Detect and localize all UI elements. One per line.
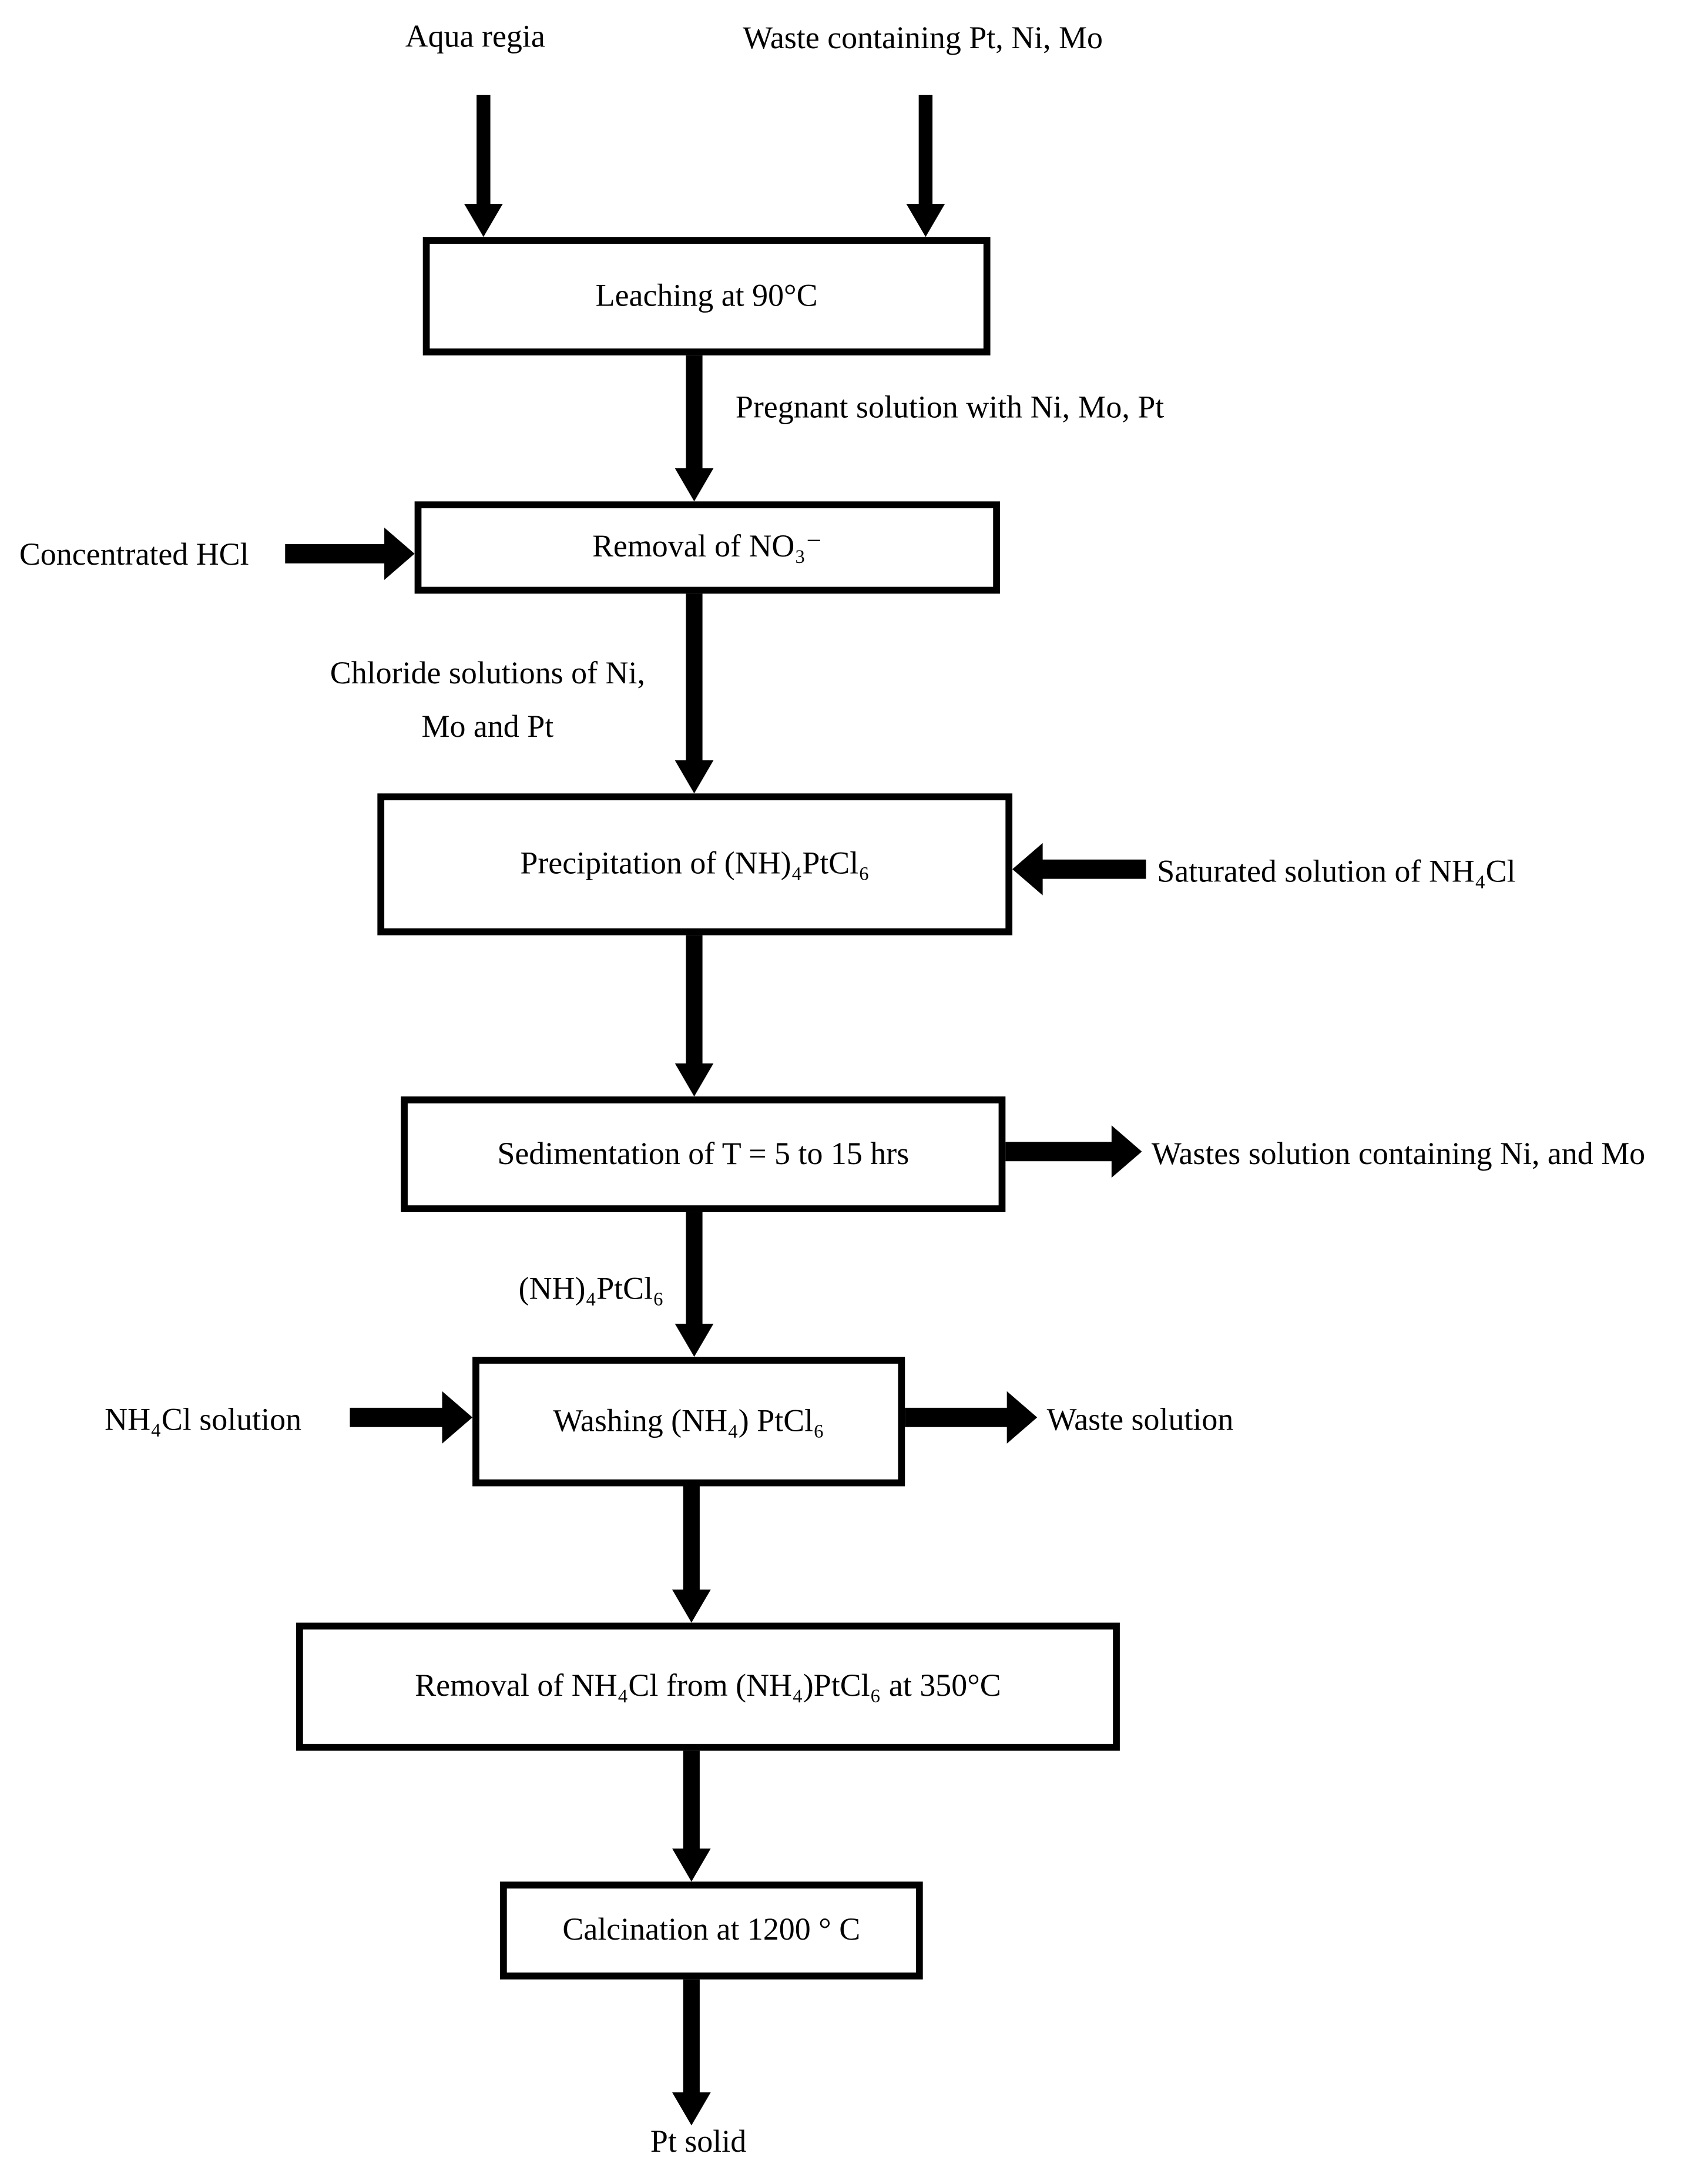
arrow-right-waste-solution-icon <box>905 1390 1038 1445</box>
arrow-shaft <box>1005 1142 1113 1162</box>
process-box-washing: Washing (NH₄) PtCl₆ <box>472 1357 905 1487</box>
label-ammonium-chloroplatinate: (NH)₄PtCl₆ <box>518 1271 664 1306</box>
label-aqua-regia: Aqua regia <box>405 19 545 54</box>
label-nh4cl-solution: NH₄Cl solution <box>105 1402 302 1437</box>
label-pregnant-solution: Pregnant solution with Ni, Mo, Pt <box>735 390 1165 425</box>
process-box-removal-no3: Removal of NO₃⁻ <box>414 501 1000 594</box>
arrow-down-precipitation-to-sedimentation-icon <box>675 935 714 1097</box>
arrow-head <box>675 1323 714 1357</box>
arrow-right-concentrated-hcl-icon <box>285 526 415 582</box>
arrow-down-aqua-regia-icon <box>464 95 503 237</box>
arrow-head <box>384 527 415 580</box>
process-box-removal-nh4cl: Removal of NH₄Cl from (NH₄)PtCl₆ at 350°… <box>296 1622 1120 1751</box>
arrow-head <box>1111 1125 1142 1178</box>
arrow-shaft <box>683 1979 700 2094</box>
label-concentrated-hcl: Concentrated HCl <box>19 537 249 572</box>
arrow-down-removal-to-calcination-icon <box>672 1750 711 1882</box>
arrow-head <box>672 1589 711 1623</box>
arrow-head <box>464 203 503 237</box>
arrow-left-saturated-nh4cl-icon <box>1012 841 1146 897</box>
arrow-head <box>675 760 714 794</box>
arrow-shaft <box>686 593 703 762</box>
arrow-right-nh4cl-solution-icon <box>350 1390 473 1445</box>
arrow-head <box>1012 843 1043 895</box>
label-chloride-line2: Mo and Pt <box>421 709 554 744</box>
label-waste-solution: Waste solution <box>1046 1402 1234 1437</box>
arrow-shaft <box>918 95 933 206</box>
arrow-shaft <box>905 1407 1009 1427</box>
arrow-head <box>675 468 714 502</box>
arrow-head <box>906 203 945 237</box>
label-saturated-nh4cl: Saturated solution of NH₄Cl <box>1157 854 1516 889</box>
arrow-down-removal-to-precipitation-icon <box>675 593 714 794</box>
arrow-down-leaching-to-removal-icon <box>675 355 714 502</box>
label-chloride-line1: Chloride solutions of Ni, <box>330 655 645 690</box>
arrow-shaft <box>1041 859 1146 879</box>
label-pt-solid: Pt solid <box>650 2124 747 2159</box>
arrow-head <box>672 1849 711 1882</box>
arrow-shaft <box>686 935 703 1065</box>
arrow-head <box>442 1391 473 1444</box>
label-wastes-ni-mo: Wastes solution containing Ni, and Mo <box>1151 1136 1646 1171</box>
process-box-leaching: Leaching at 90°C <box>422 237 991 355</box>
arrow-shaft <box>686 355 703 470</box>
arrow-down-sedimentation-to-washing-icon <box>675 1212 714 1357</box>
arrow-down-calcination-to-product-icon <box>672 1979 711 2126</box>
process-box-calcination: Calcination at 1200 ° C <box>499 1881 923 1980</box>
label-waste-feed: Waste containing Pt, Ni, Mo <box>743 21 1103 55</box>
arrow-shaft <box>683 1486 700 1591</box>
arrow-shaft <box>285 544 386 563</box>
arrow-head <box>672 2092 711 2126</box>
arrow-head <box>675 1063 714 1097</box>
label-chloride-solutions: Chloride solutions of Ni, Mo and Pt <box>295 653 680 747</box>
process-box-precipitation: Precipitation of (NH)₄PtCl₆ <box>377 793 1013 935</box>
process-box-sedimentation: Sedimentation of T = 5 to 15 hrs <box>401 1096 1006 1212</box>
arrow-shaft <box>686 1212 703 1326</box>
arrow-shaft <box>350 1407 444 1427</box>
arrow-down-washing-to-removal-icon <box>672 1486 711 1623</box>
arrow-down-waste-feed-icon <box>906 95 945 237</box>
arrow-head <box>1006 1391 1038 1444</box>
arrow-right-wastes-output-icon <box>1005 1124 1142 1179</box>
arrow-shaft <box>683 1750 700 1850</box>
arrow-shaft <box>477 95 491 206</box>
